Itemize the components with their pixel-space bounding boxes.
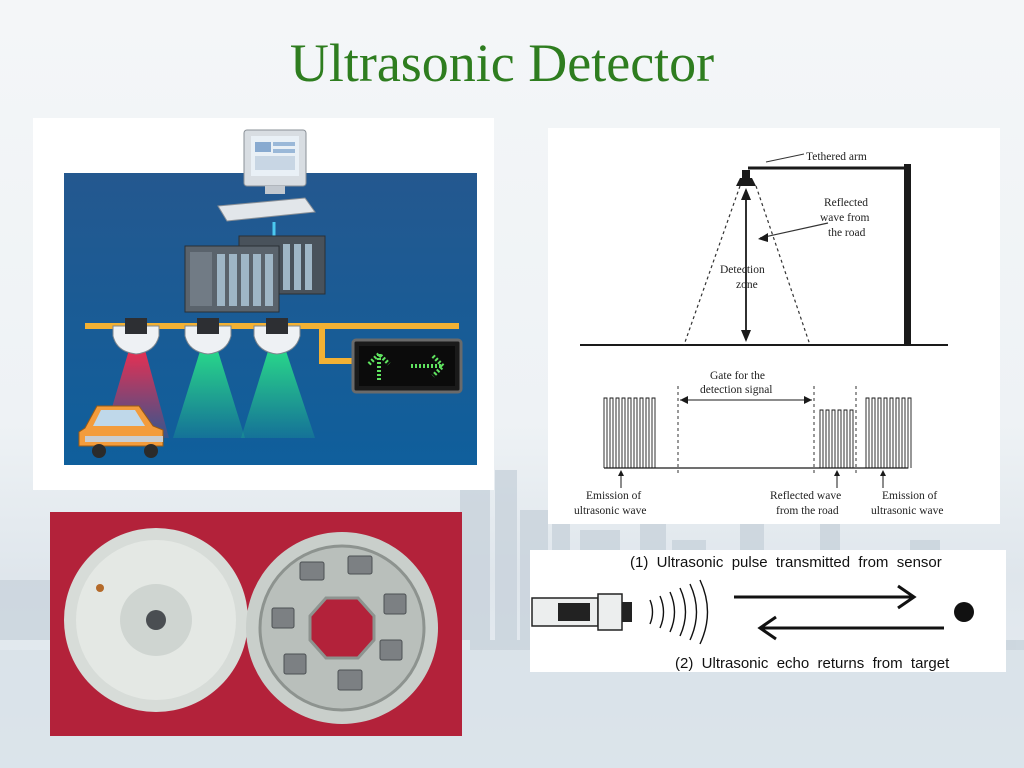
emission-left-label-1: Emission of (586, 490, 641, 502)
slide-title: Ultrasonic Detector (289, 33, 715, 93)
returns-caption: (2) Ultrasonic echo returns from target (675, 655, 950, 672)
reflected-road-label-1: Reflected wave (770, 490, 841, 502)
car-icon (78, 405, 164, 458)
arrow-right-icon (411, 354, 446, 378)
tethered-arm-label: Tethered arm (806, 151, 867, 163)
transmitted-caption: (1) Ultrasonic pulse transmitted from se… (630, 554, 942, 571)
sensor-housing-icon (64, 528, 248, 712)
detection-zone-diagram: Tethered arm Reflected wave from the roa… (548, 128, 1000, 524)
sensor-base-icon (246, 532, 438, 724)
keyboard-icon (217, 197, 316, 222)
detection-zone-label-1: Detection (720, 264, 765, 276)
ultrasonic-sensor-icon (253, 318, 301, 355)
detector-photo (50, 512, 462, 736)
sound-wave-icon (649, 579, 709, 645)
arrow-right-icon (734, 584, 917, 610)
ultrasonic-sensor-icon (184, 318, 232, 355)
target-icon (954, 602, 974, 622)
reflected-label-3: the road (828, 227, 866, 239)
gate-label-2: detection signal (700, 384, 773, 396)
ultrasonic-sensor-icon (112, 318, 160, 355)
ultrasonic-sensor-icon (531, 593, 632, 631)
reflected-label-2: wave from (820, 212, 870, 224)
pulse-echo-diagram: (1) Ultrasonic pulse transmitted from se… (530, 550, 1006, 672)
led-sign-icon (351, 338, 463, 394)
emission-right-label-2: ultrasonic wave (871, 505, 944, 517)
reflected-label-1: Reflected (824, 197, 868, 209)
emission-right-label-1: Emission of (882, 490, 937, 502)
gate-label-1: Gate for the (710, 370, 765, 382)
detection-zone-label-2: zone (736, 279, 758, 291)
arrow-up-icon (367, 351, 391, 380)
arrow-left-icon (757, 615, 944, 641)
computer-monitor-icon (243, 129, 307, 194)
plc-controller-icon (184, 235, 326, 313)
traffic-system-illustration (33, 118, 494, 490)
reflected-road-label-2: from the road (776, 505, 839, 517)
emission-left-label-2: ultrasonic wave (574, 505, 647, 517)
